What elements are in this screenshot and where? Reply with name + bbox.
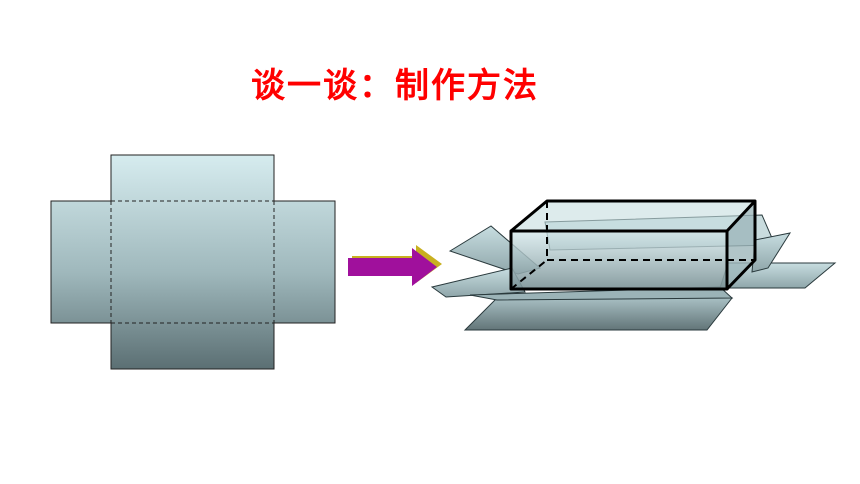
box-base-panel (463, 297, 734, 331)
slide-title: 谈一谈：制作方法 (251, 66, 539, 106)
net-fold-lines (110, 200, 275, 324)
net-cross-shape (50, 154, 336, 370)
box-left-lower-flap (430, 267, 526, 298)
folded-box-illustration (430, 199, 837, 331)
unfolded-net (50, 154, 336, 370)
box-visible-edges (509, 199, 757, 291)
right-arrow-icon (348, 245, 442, 286)
box-top-face (511, 201, 755, 231)
